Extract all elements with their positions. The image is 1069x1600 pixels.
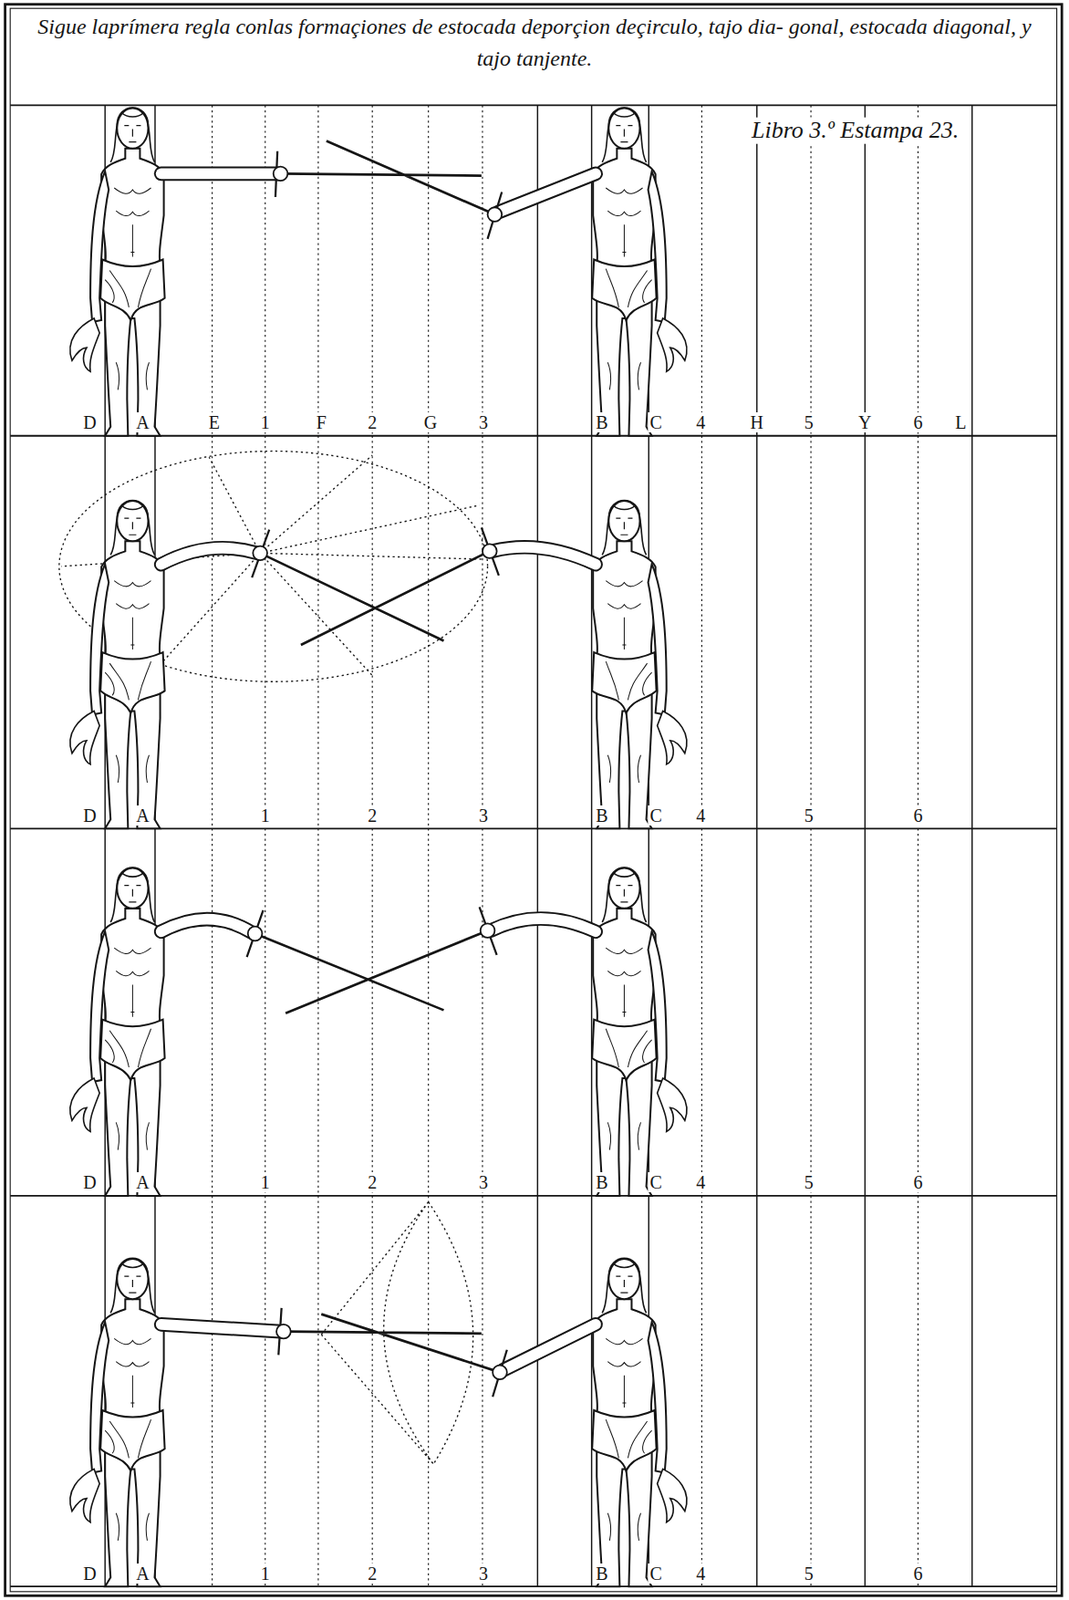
swords <box>252 546 268 561</box>
grid-letter: C <box>647 412 664 433</box>
sword-arms <box>161 548 258 565</box>
grid-letter: Y <box>856 412 873 433</box>
sword-arms <box>490 918 596 932</box>
swords <box>482 543 498 559</box>
fencer-figures <box>70 867 166 1196</box>
grid-letter: 3 <box>477 1563 490 1584</box>
grid-letter: 3 <box>477 412 490 433</box>
sword-arms <box>161 548 258 565</box>
sword-arms <box>492 547 596 565</box>
sword-arms <box>161 919 253 934</box>
grid-letter: D <box>81 1563 98 1584</box>
grid-letter: 4 <box>694 412 707 433</box>
sword-arms <box>161 919 253 934</box>
grid-letter: 3 <box>477 805 490 826</box>
grid-lines <box>104 104 973 1587</box>
grid-letter: 2 <box>365 412 379 433</box>
grid-lines <box>212 104 919 1587</box>
swords <box>255 141 500 1373</box>
grid-letter: C <box>647 805 664 826</box>
sword-arms <box>502 1324 596 1370</box>
sword-arms <box>492 547 596 565</box>
grid-letter: 5 <box>802 1563 816 1584</box>
grid-letter: D <box>81 1172 98 1193</box>
sword-arms <box>161 1324 281 1332</box>
grid-letter: 5 <box>802 412 816 433</box>
fencer-figures <box>70 1257 166 1587</box>
grid-letter: 6 <box>911 412 924 433</box>
swords <box>247 141 508 1398</box>
grid-letter: L <box>953 412 968 433</box>
sword-arms <box>490 918 596 932</box>
plate-frame <box>10 104 1057 1587</box>
grid-letter: 4 <box>694 1172 707 1193</box>
grid-letter: A <box>134 412 151 433</box>
swords <box>273 166 289 182</box>
grid-letter: 2 <box>365 805 379 826</box>
grid-letter: 4 <box>694 1563 707 1584</box>
grid-letter: 2 <box>365 1563 379 1584</box>
sword-arms <box>161 166 278 182</box>
sword-arms <box>161 173 596 1370</box>
grid-letter: D <box>81 805 98 826</box>
grid-letter: 1 <box>259 412 272 433</box>
plate-frame <box>10 8 1057 1592</box>
fencer-figures <box>70 107 687 1587</box>
swords <box>492 1365 508 1381</box>
fencer-figures <box>70 107 166 436</box>
grid-letter: H <box>748 412 766 433</box>
swords <box>248 926 263 942</box>
grid-letter: 6 <box>911 1563 924 1584</box>
sword-arms <box>161 173 596 1370</box>
plate-frame <box>5 4 1063 1597</box>
sword-arms <box>161 1324 281 1332</box>
grid-letter: F <box>314 412 329 433</box>
fencer-figures <box>591 499 687 829</box>
fencer-figures <box>591 107 687 436</box>
sword-arms <box>161 167 278 179</box>
grid-letter: G <box>422 412 439 433</box>
grid-letter: 3 <box>477 1172 490 1193</box>
grid-letter: B <box>593 805 610 826</box>
grid-letter: 6 <box>911 1172 924 1193</box>
grid-lines <box>104 104 973 1587</box>
swords <box>276 1324 291 1339</box>
sword-arms <box>498 173 596 212</box>
grid-letter: B <box>593 1172 610 1193</box>
sword-arms <box>498 173 596 212</box>
swords <box>247 151 508 1397</box>
sword-arms <box>161 173 596 1370</box>
fencer-figures <box>591 867 687 1196</box>
plate-frame <box>5 4 1063 1597</box>
grid-letter: A <box>134 805 151 826</box>
grid-letter: 6 <box>911 805 924 826</box>
sword-arms <box>502 1324 596 1370</box>
grid-letter: 5 <box>802 805 816 826</box>
grid-letter: 4 <box>694 805 707 826</box>
plate-title: Sigue laprímera regla conlas formaçiones… <box>32 10 1037 75</box>
grid-letter: D <box>81 412 98 433</box>
grid-letter: E <box>207 412 222 433</box>
fencer-figures <box>70 499 166 829</box>
fencer-figures <box>591 1257 687 1587</box>
grid-letter: A <box>134 1172 151 1193</box>
grid-letter: C <box>647 1563 664 1584</box>
grid-letter: B <box>593 1563 610 1584</box>
grid-letter: B <box>593 412 610 433</box>
grid-letter: A <box>134 1563 151 1584</box>
grid-letter: 5 <box>802 1172 816 1193</box>
swords <box>487 207 503 222</box>
grid-letter: 1 <box>259 1172 272 1193</box>
swords <box>480 923 496 938</box>
grid-letter: C <box>647 1172 664 1193</box>
grid-letter: 1 <box>259 1563 272 1584</box>
plate-number: Libro 3.º Estampa 23. <box>749 117 961 145</box>
grid-letter: 1 <box>259 805 272 826</box>
grid-letter: 2 <box>365 1172 379 1193</box>
